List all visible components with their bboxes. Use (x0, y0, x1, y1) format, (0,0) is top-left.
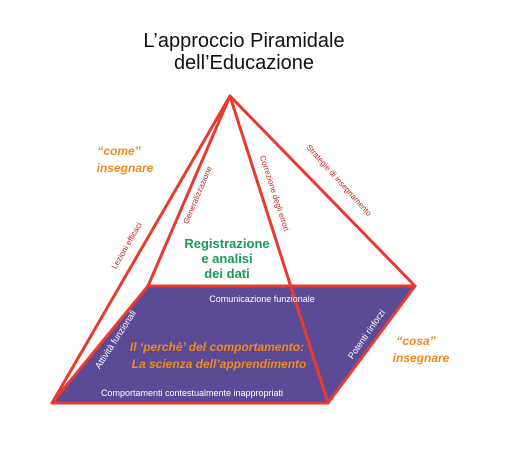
base-bottom-label: Comportamenti contestualmente inappropri… (101, 388, 283, 398)
label-come-insegnare: insegnare (97, 161, 154, 175)
label-cosa-insegnare: insegnare (393, 351, 450, 365)
pyramid-edges (50, 94, 417, 405)
center-line-3: dei dati (204, 266, 250, 281)
label-cosa: “cosa” (396, 334, 435, 348)
base-top-label: Comunicazione funzionale (209, 294, 315, 304)
title-line-1: L’approccio Piramidale (143, 30, 344, 52)
label-come: “come” (97, 144, 140, 158)
edge-label-lezioni-efficaci: Lezioni efficaci (110, 221, 144, 271)
edge-left-front (50, 94, 232, 405)
edge-left-back (146, 94, 232, 288)
center-line-1: Registrazione (184, 236, 269, 251)
center-line-2: e analisi (201, 251, 252, 266)
edge-label-correzione-errori: Correzione degli errori (258, 154, 291, 232)
base-center-line-1: Il ‘perchè’ del comportamento: (130, 340, 304, 354)
title-line-2: dell’Educazione (174, 52, 314, 74)
edge-right-front (228, 94, 330, 405)
base-center-line-2: La scienza dell’apprendimento (132, 357, 307, 371)
edge-right-back (228, 94, 417, 288)
